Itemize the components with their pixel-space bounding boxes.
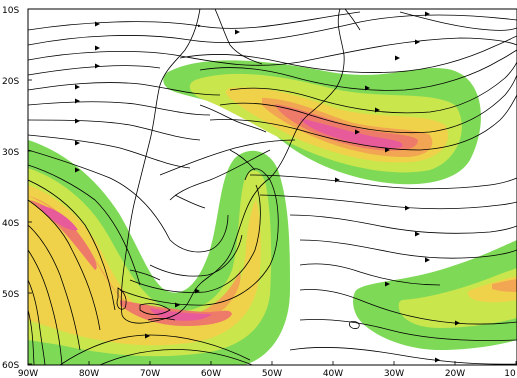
- lat-label-60s: 60S: [2, 361, 19, 371]
- lat-label-40s: 40S: [2, 219, 19, 229]
- lon-label-80w: 80W: [79, 369, 99, 378]
- lon-label-10: 10: [504, 369, 516, 378]
- lat-label-20s: 20S: [2, 77, 19, 87]
- coastlines: [116, 9, 361, 329]
- lon-label-60w: 60W: [201, 369, 221, 378]
- lon-label-20w: 20W: [445, 369, 465, 378]
- plot-frame: [27, 8, 517, 366]
- streamline-arrows: [75, 11, 460, 363]
- latitude-labels: 10S 20S 30S 40S 50S 60S: [2, 6, 19, 371]
- jet-streak-pacific-patagonia: [28, 140, 290, 365]
- lon-label-40w: 40W: [323, 369, 343, 378]
- jet-streak-south-atlantic: [353, 240, 517, 350]
- lon-label-50w: 50W: [262, 369, 282, 378]
- lon-label-90w: 90W: [18, 369, 38, 378]
- lat-label-50s: 50S: [2, 290, 19, 300]
- lat-label-10s: 10S: [2, 6, 19, 16]
- lon-label-70w: 70W: [140, 369, 160, 378]
- lon-label-30w: 30W: [384, 369, 404, 378]
- axis-ticks: [27, 8, 517, 365]
- jet-streak-subtropical: [163, 60, 481, 185]
- lat-label-30s: 30S: [2, 148, 19, 158]
- longitude-labels: 90W 80W 70W 60W 50W 40W 30W 20W 10: [18, 369, 516, 378]
- plot-area: [28, 9, 517, 365]
- streamlines: [28, 11, 517, 365]
